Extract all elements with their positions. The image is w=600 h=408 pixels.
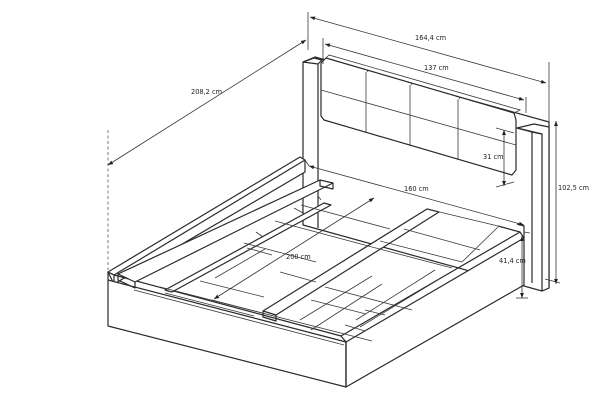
label-mattress-width: 160 cm bbox=[404, 185, 429, 193]
dim-160-line bbox=[308, 165, 525, 226]
dimension-lines bbox=[107, 12, 561, 300]
label-overall-width: 164,4 cm bbox=[415, 34, 446, 42]
label-overall-length: 208,2 cm bbox=[191, 88, 222, 96]
label-frame-height: 41,4 cm bbox=[499, 257, 526, 265]
label-cushion-height: 31 cm bbox=[483, 153, 504, 161]
dim-208-line bbox=[107, 39, 307, 166]
dimension-labels: 164,4 cm 137 cm 208,2 cm 31 cm 102,5 cm … bbox=[191, 34, 589, 265]
dim-137-line bbox=[324, 43, 525, 101]
label-mattress-length: 200 cm bbox=[286, 253, 311, 261]
label-overall-height: 102,5 cm bbox=[558, 184, 589, 192]
bed-frame bbox=[107, 156, 525, 388]
label-headboard-width: 137 cm bbox=[424, 64, 449, 72]
dim-200-line bbox=[213, 197, 375, 300]
